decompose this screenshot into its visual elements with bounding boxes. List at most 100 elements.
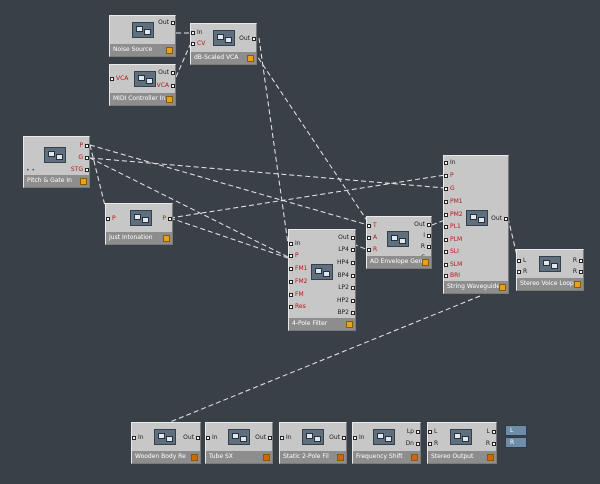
port-in[interactable]: In (206, 434, 218, 442)
module-icon (134, 71, 156, 87)
port-out[interactable]: Out (338, 234, 355, 242)
port-in[interactable]: In (191, 29, 203, 37)
port-l[interactable]: L (517, 257, 526, 265)
module-ad-envelope[interactable]: T A R Out I R S AD Envelope Gen (366, 216, 432, 269)
module-string-waveguide[interactable]: In P G PM1 PM2 PL1 PLM SLI SLM BRI Out S… (443, 155, 509, 294)
port-p-out[interactable]: P (162, 215, 172, 223)
port-fm[interactable]: FM (289, 291, 304, 299)
port-cv[interactable]: CV (191, 40, 205, 48)
port-r-out[interactable]: R (486, 440, 496, 448)
port-p-in[interactable]: P (106, 215, 116, 223)
module-db-scaled-vca[interactable]: In CV Out dB-Scaled VCA (190, 23, 257, 65)
port-out[interactable]: Out (491, 215, 508, 223)
port-plm[interactable]: PLM (444, 236, 462, 244)
port-res[interactable]: Res (289, 303, 306, 311)
module-menu-icon[interactable] (574, 281, 581, 288)
port-t[interactable]: T (367, 222, 377, 230)
module-midi-controller[interactable]: VCA Out VCA MIDI Controller In (109, 64, 176, 106)
module-menu-icon[interactable] (163, 235, 170, 242)
module-menu-icon[interactable] (487, 454, 494, 461)
wire (89, 157, 446, 189)
port-bp2[interactable]: BP2 (337, 309, 355, 317)
port-dn[interactable]: Dn (406, 440, 420, 448)
module-tube-sx[interactable]: In Out Tube SX (205, 422, 273, 464)
port-in[interactable]: In (444, 159, 456, 167)
module-icon (154, 429, 176, 445)
port-r-out[interactable]: R (421, 243, 431, 251)
output-r-box[interactable]: R (505, 437, 527, 448)
module-icon (466, 210, 488, 226)
port-pm1[interactable]: PM1 (444, 198, 463, 206)
port-out[interactable]: Out (239, 35, 256, 43)
module-icon (130, 210, 152, 226)
port-out[interactable]: Out (158, 69, 175, 77)
port-in[interactable]: In (289, 240, 301, 248)
port-out[interactable]: Out (255, 434, 272, 442)
module-menu-icon[interactable] (247, 55, 254, 62)
port-stg[interactable]: STG (71, 166, 89, 174)
port-r-out-1[interactable]: R (573, 257, 583, 265)
port-lp4[interactable]: LP4 (338, 246, 355, 254)
port-l-out[interactable]: L (487, 428, 496, 436)
port-a[interactable]: A (367, 234, 377, 242)
module-4-pole-filter[interactable]: In P FM1 FM2 FM Res Out LP4 HP4 BP4 LP2 … (288, 229, 356, 331)
port-pm2[interactable]: PM2 (444, 211, 463, 219)
port-r[interactable]: R (428, 440, 438, 448)
module-stereo-voice-loop[interactable]: L R R R Stereo Voice Loop (516, 249, 584, 291)
module-menu-icon[interactable] (166, 47, 173, 54)
module-pitch-gate-in[interactable]: P G STG • • Pitch & Gate In (23, 136, 90, 188)
module-wooden-body[interactable]: In Out Wooden Body Re (131, 422, 201, 464)
port-vca-in[interactable]: VCA (110, 75, 128, 83)
module-frequency-shift[interactable]: In Lp Dn Frequency Shift (352, 422, 421, 464)
module-stereo-output[interactable]: L R L R Stereo Output (427, 422, 497, 464)
port-bp4[interactable]: BP4 (337, 272, 355, 280)
output-l-box[interactable]: L (505, 425, 527, 436)
module-menu-icon[interactable] (191, 454, 198, 461)
port-out[interactable]: Out (414, 221, 431, 229)
module-static-2-pole-filter[interactable]: In Out Static 2-Pole Fil (279, 422, 347, 464)
port-l[interactable]: L (428, 428, 437, 436)
module-menu-icon[interactable] (337, 454, 344, 461)
wire (244, 37, 371, 226)
port-out[interactable]: Out (329, 434, 346, 442)
port-hp4[interactable]: HP4 (337, 259, 355, 267)
module-title: Noise Source (110, 44, 175, 56)
port-bri[interactable]: BRI (444, 272, 460, 280)
port-p[interactable]: P (79, 142, 89, 150)
port-g[interactable]: G (444, 185, 455, 193)
port-in[interactable]: In (132, 434, 144, 442)
port-lp[interactable]: Lp (407, 428, 420, 436)
port-fm2[interactable]: FM2 (289, 278, 307, 286)
port-vca-out[interactable]: VCA (157, 82, 175, 90)
port-out[interactable]: Out (183, 434, 200, 442)
module-menu-icon[interactable] (346, 321, 353, 328)
port-p[interactable]: P (289, 252, 299, 260)
port-slm[interactable]: SLM (444, 261, 462, 269)
port-hp2[interactable]: HP2 (337, 297, 355, 305)
port-r[interactable]: R (367, 246, 377, 254)
module-noise-source[interactable]: Out Noise Source (109, 15, 176, 57)
port-lp2[interactable]: LP2 (338, 284, 355, 292)
module-title: Stereo Voice Loop (517, 278, 583, 290)
module-menu-icon[interactable] (499, 284, 506, 291)
module-menu-icon[interactable] (166, 96, 173, 103)
port-sli[interactable]: SLI (444, 248, 459, 256)
module-just-intonation[interactable]: P P Just Intonation (105, 203, 173, 245)
port-pl1[interactable]: PL1 (444, 223, 461, 231)
port-fm1[interactable]: FM1 (289, 265, 307, 273)
port-r-out-2[interactable]: R (573, 268, 583, 276)
port-i[interactable]: I (423, 232, 431, 240)
port-p[interactable]: P (444, 172, 454, 180)
port-g[interactable]: G (78, 154, 89, 162)
port-in[interactable]: In (280, 434, 292, 442)
module-menu-icon[interactable] (422, 259, 429, 266)
module-menu-icon[interactable] (411, 454, 418, 461)
port-r[interactable]: R (517, 268, 527, 276)
module-menu-icon[interactable] (80, 178, 87, 185)
module-icon (450, 429, 472, 445)
port-out[interactable]: Out (158, 19, 175, 27)
module-title: Frequency Shift (353, 451, 420, 463)
module-menu-icon[interactable] (263, 454, 270, 461)
port-in[interactable]: In (353, 434, 365, 442)
module-title: Static 2-Pole Fil (280, 451, 346, 463)
